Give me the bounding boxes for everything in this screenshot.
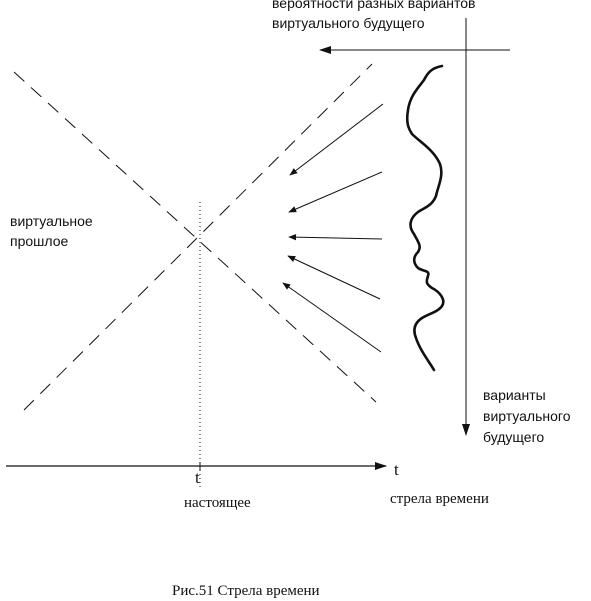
future-variants-label-line2: виртуального xyxy=(483,408,571,424)
present-label: настоящее xyxy=(184,495,251,511)
virtual-past-label-line2: прошлое xyxy=(10,233,69,249)
t-tick-label: t xyxy=(195,468,200,487)
time-arrow-label: стрела времени xyxy=(390,491,489,507)
probability-curve xyxy=(405,64,445,372)
virtual-past-label-line1: виртуальное xyxy=(10,213,93,229)
future-probabilities-label-line1: вероятности разных вариантов xyxy=(272,0,476,11)
future-variants-label-line1: варианты xyxy=(483,387,546,403)
future-variants-label-line3: будущего xyxy=(483,429,545,445)
fan-arrow-3 xyxy=(288,233,383,241)
dashed-line-descending xyxy=(13,71,377,403)
figure-caption: Рис.51 Стрела времени xyxy=(172,583,320,599)
dashed-line-ascending xyxy=(23,63,373,411)
fan-arrow-4 xyxy=(287,255,381,300)
fan-arrow-5 xyxy=(282,282,382,353)
fan-arrow-2 xyxy=(288,171,383,213)
future-probabilities-label-line2: виртуального будущего xyxy=(272,15,425,31)
time-axis-label: t xyxy=(394,460,399,479)
fan-arrow-1 xyxy=(289,103,384,176)
